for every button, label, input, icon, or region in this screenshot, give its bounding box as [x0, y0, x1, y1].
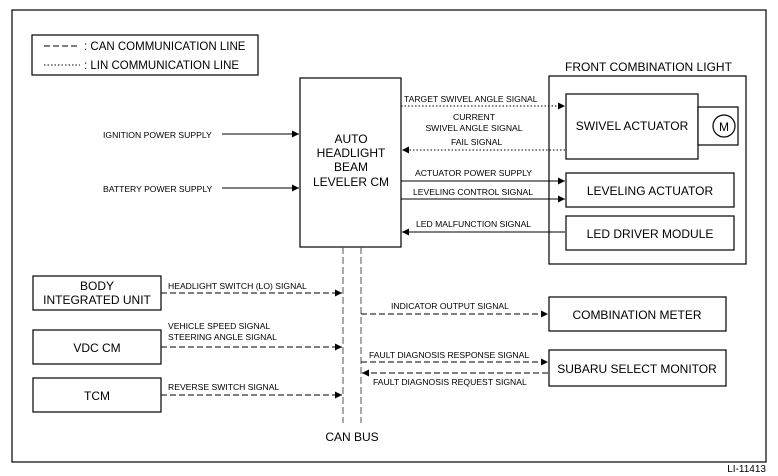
subaru-select-monitor-label: SUBARU SELECT MONITOR [557, 362, 717, 376]
leveling-control-label: LEVELING CONTROL SIGNAL [413, 187, 533, 197]
fault-response-signal-label: FAULT DIAGNOSIS RESPONSE SIGNAL [369, 350, 529, 360]
body-integrated-unit-box [32, 275, 162, 311]
led-driver-module-box [565, 215, 735, 251]
combination-meter-box [548, 296, 727, 332]
leveling-actuator-box [565, 172, 735, 208]
auto-headlight-beam-leveler-cm-box [299, 77, 402, 248]
reverse-switch-signal-label: REVERSE SWITCH SIGNAL [168, 382, 279, 392]
tcm-box [32, 377, 162, 413]
steering-angle-signal-label: STEERING ANGLE SIGNAL [168, 332, 277, 342]
central-label-line-4: LEVELER CM [313, 175, 389, 189]
swivel-actuator-label: SWIVEL ACTUATOR [576, 119, 689, 133]
legend-lin-label: : LIN COMMUNICATION LINE [84, 60, 239, 72]
legend-can-label: : CAN COMMUNICATION LINE [84, 41, 246, 53]
motor-icon [712, 114, 736, 138]
led-malfunction-label: LED MALFUNCTION SIGNAL [416, 219, 531, 229]
combination-meter-label: COMBINATION METER [572, 308, 701, 322]
front-combination-light-title: FRONT COMBINATION LIGHT [565, 60, 733, 74]
legend-box [31, 34, 259, 76]
current-swivel-signal-label-line-2: SWIVEL ANGLE SIGNAL [425, 123, 522, 133]
headlight-switch-signal-label: HEADLIGHT SWITCH (LO) SIGNAL [168, 281, 307, 291]
legend: : CAN COMMUNICATION LINE : LIN COMMUNICA… [31, 34, 259, 76]
outer-frame [11, 9, 767, 463]
fault-request-signal-label: FAULT DIAGNOSIS REQUEST SIGNAL [373, 377, 527, 387]
led-driver-module-label: LED DRIVER MODULE [587, 227, 714, 241]
motor-label: M [719, 120, 729, 134]
vdc-cm-label: VDC CM [73, 341, 120, 355]
subaru-select-monitor-box [548, 349, 727, 387]
central-label-line-3: BEAM [334, 160, 368, 174]
central-label-line-1: AUTO [334, 132, 367, 146]
leveling-actuator-label: LEVELING ACTUATOR [587, 184, 714, 198]
target-swivel-signal-label: TARGET SWIVEL ANGLE SIGNAL [404, 94, 538, 104]
tcm-label: TCM [84, 389, 110, 403]
battery-power-label: BATTERY POWER SUPPLY [103, 184, 212, 194]
current-swivel-signal-label-line-1: CURRENT [453, 112, 496, 122]
figure-code: LI-11413 [727, 464, 766, 475]
indicator-output-signal-label: INDICATOR OUTPUT SIGNAL [391, 301, 509, 311]
vehicle-speed-signal-label: VEHICLE SPEED SIGNAL [168, 321, 270, 331]
body-integrated-unit-label-line-1: BODY [80, 279, 114, 293]
can-bus-label: CAN BUS [325, 430, 378, 444]
body-integrated-unit-label-line-2: INTEGRATED UNIT [43, 293, 151, 307]
central-label-line-2: HEADLIGHT [317, 146, 386, 160]
actuator-power-label: ACTUATOR POWER SUPPLY [415, 168, 532, 178]
front-combination-light-group [548, 75, 747, 265]
ignition-power-label: IGNITION POWER SUPPLY [103, 130, 212, 140]
fail-signal-label: FAIL SIGNAL [451, 137, 502, 147]
vdc-cm-box [32, 329, 162, 365]
